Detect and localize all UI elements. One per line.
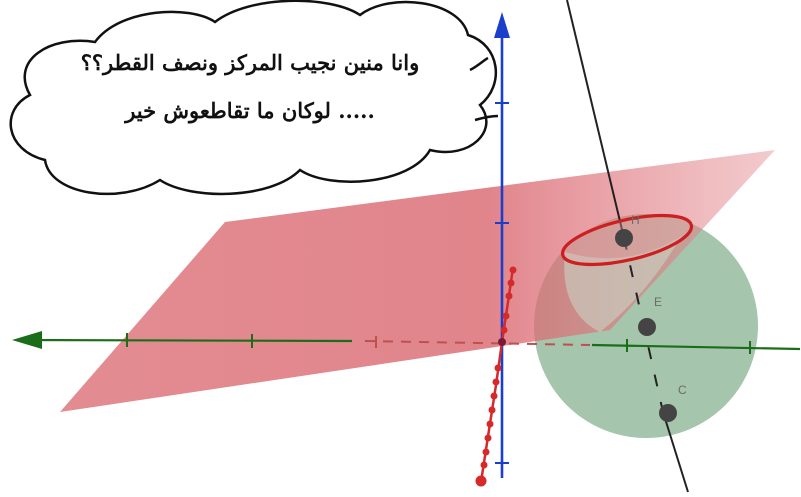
x-axis-ticks xyxy=(126,333,751,354)
line-through-center[interactable] xyxy=(566,0,625,239)
x-axis-negative xyxy=(17,338,353,343)
origin-point[interactable] xyxy=(498,338,506,346)
point-c[interactable] xyxy=(659,404,677,422)
z-axis-arrow-icon xyxy=(494,12,510,38)
line-lower-segment xyxy=(662,411,689,493)
point-e-label: E xyxy=(654,295,662,309)
point-e[interactable] xyxy=(638,318,656,336)
y-axis-ticks xyxy=(475,266,517,487)
speech-bubble: وانا منين نجيب المركز ونصف القطر؟؟ .....… xyxy=(9,0,499,196)
point-c-label: C xyxy=(678,383,687,397)
z-axis-ticks xyxy=(495,102,509,464)
x-axis-arrow-icon xyxy=(12,331,42,349)
x-axis-hidden-segment xyxy=(364,340,591,346)
point-h-label: H xyxy=(631,213,640,227)
sphere-cap-highlight xyxy=(564,236,682,332)
bubble-line-2: ..... لوكان ما تقاطعوش خير xyxy=(123,98,375,124)
point-h[interactable] xyxy=(615,229,633,247)
red-plane[interactable] xyxy=(60,150,775,412)
bubble-line-1: وانا منين نجيب المركز ونصف القطر؟؟ xyxy=(81,50,419,76)
